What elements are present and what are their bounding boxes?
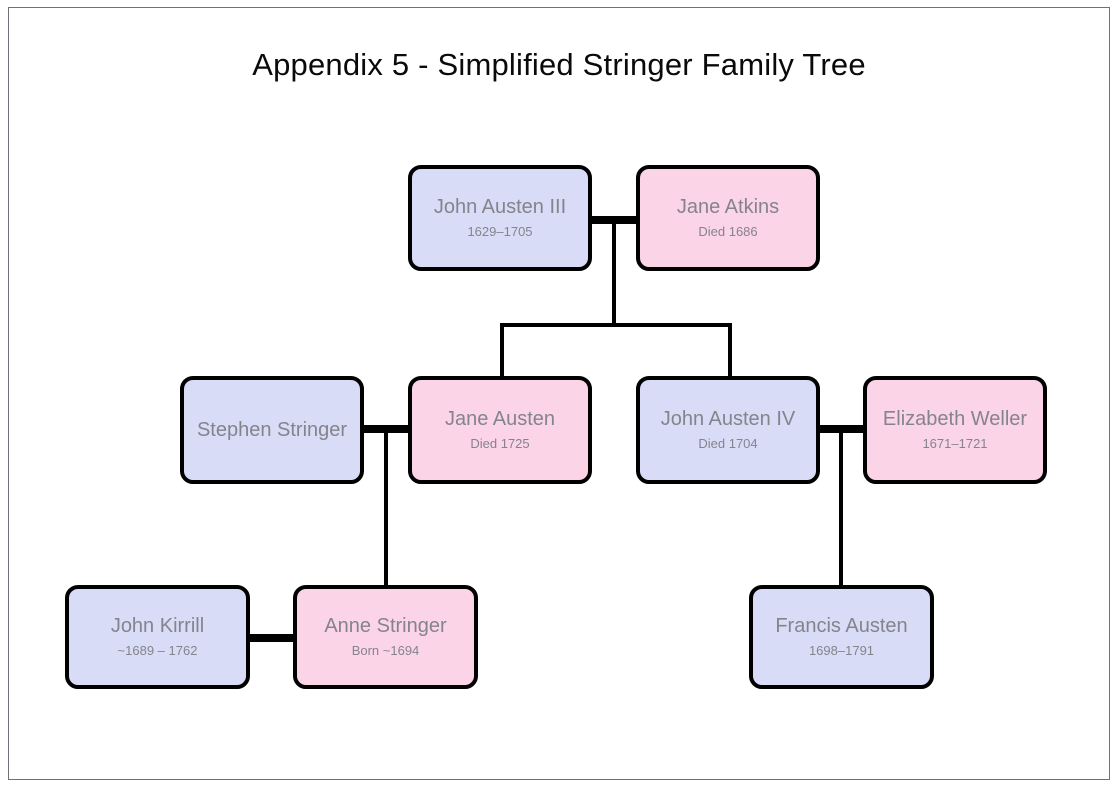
node-name: Francis Austen xyxy=(775,615,908,638)
node-name: Jane Austen xyxy=(444,408,556,431)
node-dates: 1671–1721 xyxy=(922,436,988,452)
node-dates: Died 1704 xyxy=(698,436,758,452)
node-john-austen-iii[interactable]: John Austen III 1629–1705 xyxy=(408,165,592,271)
node-stephen-stringer[interactable]: Stephen Stringer xyxy=(180,376,364,484)
node-john-kirrill[interactable]: John Kirrill ~1689 – 1762 xyxy=(65,585,250,689)
node-name: Anne Stringer xyxy=(324,615,447,638)
node-jane-austen[interactable]: Jane Austen Died 1725 xyxy=(408,376,592,484)
node-francis-austen[interactable]: Francis Austen 1698–1791 xyxy=(749,585,934,689)
node-dates: Died 1686 xyxy=(698,224,758,240)
node-name: John Austen IV xyxy=(660,408,796,431)
node-elizabeth-weller[interactable]: Elizabeth Weller 1671–1721 xyxy=(863,376,1047,484)
node-anne-stringer[interactable]: Anne Stringer Born ~1694 xyxy=(293,585,478,689)
node-name: John Austen III xyxy=(433,196,567,219)
descent-to-john-austen-iv xyxy=(728,323,732,378)
node-dates: 1629–1705 xyxy=(467,224,533,240)
node-name: John Kirrill xyxy=(110,615,205,638)
node-dates: ~1689 – 1762 xyxy=(117,643,198,659)
sibling-bar-generation-2 xyxy=(500,323,732,327)
descent-to-anne-stringer xyxy=(384,425,388,588)
descent-to-francis-austen xyxy=(839,425,843,588)
marriage-link-kirrill-stringer xyxy=(246,634,298,642)
node-name: Stephen Stringer xyxy=(196,418,348,441)
node-john-austen-iv[interactable]: John Austen IV Died 1704 xyxy=(636,376,820,484)
page-title: Appendix 5 - Simplified Stringer Family … xyxy=(252,47,866,82)
node-jane-atkins[interactable]: Jane Atkins Died 1686 xyxy=(636,165,820,271)
node-dates: Born ~1694 xyxy=(351,643,420,659)
node-dates: 1698–1791 xyxy=(808,643,875,659)
node-dates: Died 1725 xyxy=(470,436,530,452)
descent-to-jane-austen xyxy=(500,323,504,378)
node-name: Elizabeth Weller xyxy=(882,408,1028,431)
descent-stem-austen-atkins xyxy=(612,216,616,327)
node-name: Jane Atkins xyxy=(676,196,780,219)
